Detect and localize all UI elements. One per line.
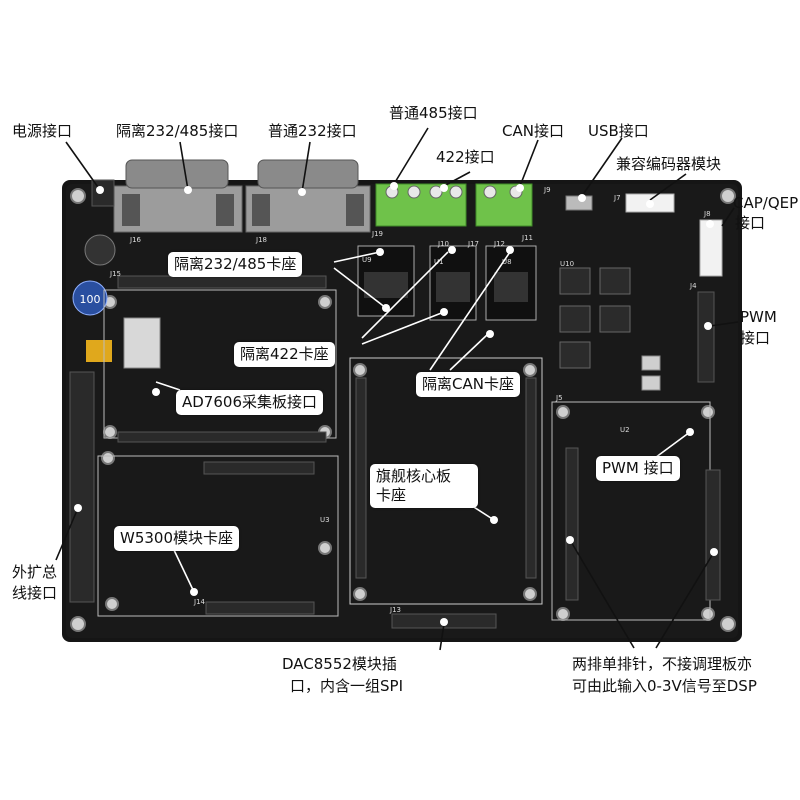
silk-j14: J14	[193, 598, 206, 606]
silk-j5: J5	[555, 394, 563, 402]
label-usb-interface: USB接口	[588, 122, 649, 140]
callout-lines	[55, 127, 739, 651]
silk-j15: J15	[109, 270, 121, 278]
bubble-core-line1: 旗舰核心板	[376, 467, 452, 485]
w5300-area	[97, 455, 339, 617]
label-422-interface: 422接口	[436, 148, 495, 166]
silk-j13: J13	[389, 606, 401, 614]
db9-connector-isolated	[113, 159, 243, 233]
silk-j8: J8	[703, 210, 711, 218]
ic-chips	[559, 267, 631, 369]
bubble-can-socket: 隔离CAN卡座	[416, 372, 520, 397]
bubble-pwm-interface: PWM 接口	[596, 456, 680, 481]
silk-j12: J12	[493, 240, 505, 248]
label-power-interface: 电源接口	[12, 122, 73, 140]
bubble-ad7606-interface: AD7606采集板接口	[176, 390, 323, 415]
label-std485-interface: 普通485接口	[389, 104, 478, 122]
silk-u3: U3	[320, 516, 330, 524]
silk-j16: J16	[129, 236, 142, 244]
silk-j4: J4	[689, 282, 697, 290]
tantalum-capacitor	[86, 340, 112, 362]
inductor-label: 100	[80, 293, 101, 306]
inductor	[72, 280, 108, 316]
label-pwm-right-line2: 接口	[740, 329, 771, 347]
callout-dots	[74, 182, 718, 626]
silk-j7: J7	[613, 194, 621, 202]
label-dac8552-line1: DAC8552模块插	[282, 655, 397, 673]
bubble-core-board-socket: 旗舰核心板 卡座	[370, 464, 478, 508]
label-cap-qep-line2: 接口	[735, 214, 766, 232]
core-board-socket	[349, 357, 543, 605]
bubble-iso-232-485-socket: 隔离232/485卡座	[168, 252, 303, 277]
terminal-blocks	[375, 183, 533, 227]
voltage-regulator	[123, 317, 161, 369]
bubble-422-socket: 隔离422卡座	[234, 342, 335, 367]
label-encoder-module: 兼容编码器模块	[616, 155, 722, 173]
label-std232-interface: 普通232接口	[268, 122, 357, 140]
silk-j11: J11	[521, 234, 533, 242]
silk-j9: J9	[543, 186, 551, 194]
label-cap-qep-line1: CAP/QEP	[733, 194, 799, 212]
label-pins-line1: 两排单排针，不接调理板亦	[572, 655, 753, 673]
silk-u2: U2	[620, 426, 630, 434]
silk-j10: J10	[437, 240, 449, 248]
silk-j18: J18	[255, 236, 267, 244]
electrolytic-capacitor	[84, 234, 116, 266]
db9-connector-standard	[245, 159, 371, 233]
tactile-buttons	[641, 355, 661, 391]
silk-u10: U10	[560, 260, 574, 268]
label-iso232-485-interface: 隔离232/485接口	[116, 122, 239, 140]
silk-j17: J17	[467, 240, 479, 248]
label-pwm-right-line1: PWM	[740, 308, 777, 326]
cap-qep-connector	[699, 219, 723, 277]
label-ext-bus-line1: 外扩总	[12, 563, 58, 581]
label-dac8552-line2: 口，内含一组SPI	[290, 677, 403, 695]
label-can-interface: CAN接口	[502, 122, 564, 140]
label-ext-bus-line2: 线接口	[12, 584, 58, 602]
silk-j19: J19	[371, 230, 383, 238]
expansion-bus-header	[69, 371, 95, 603]
bubble-w5300-socket: W5300模块卡座	[114, 526, 240, 551]
bubble-core-line2: 卡座	[376, 486, 407, 504]
pwm-header-right	[697, 291, 715, 383]
silk-u8: U8	[502, 258, 512, 266]
silk-u9: U9	[362, 256, 372, 264]
label-pins-line2: 可由此输入0-3V信号至DSP	[572, 677, 757, 695]
